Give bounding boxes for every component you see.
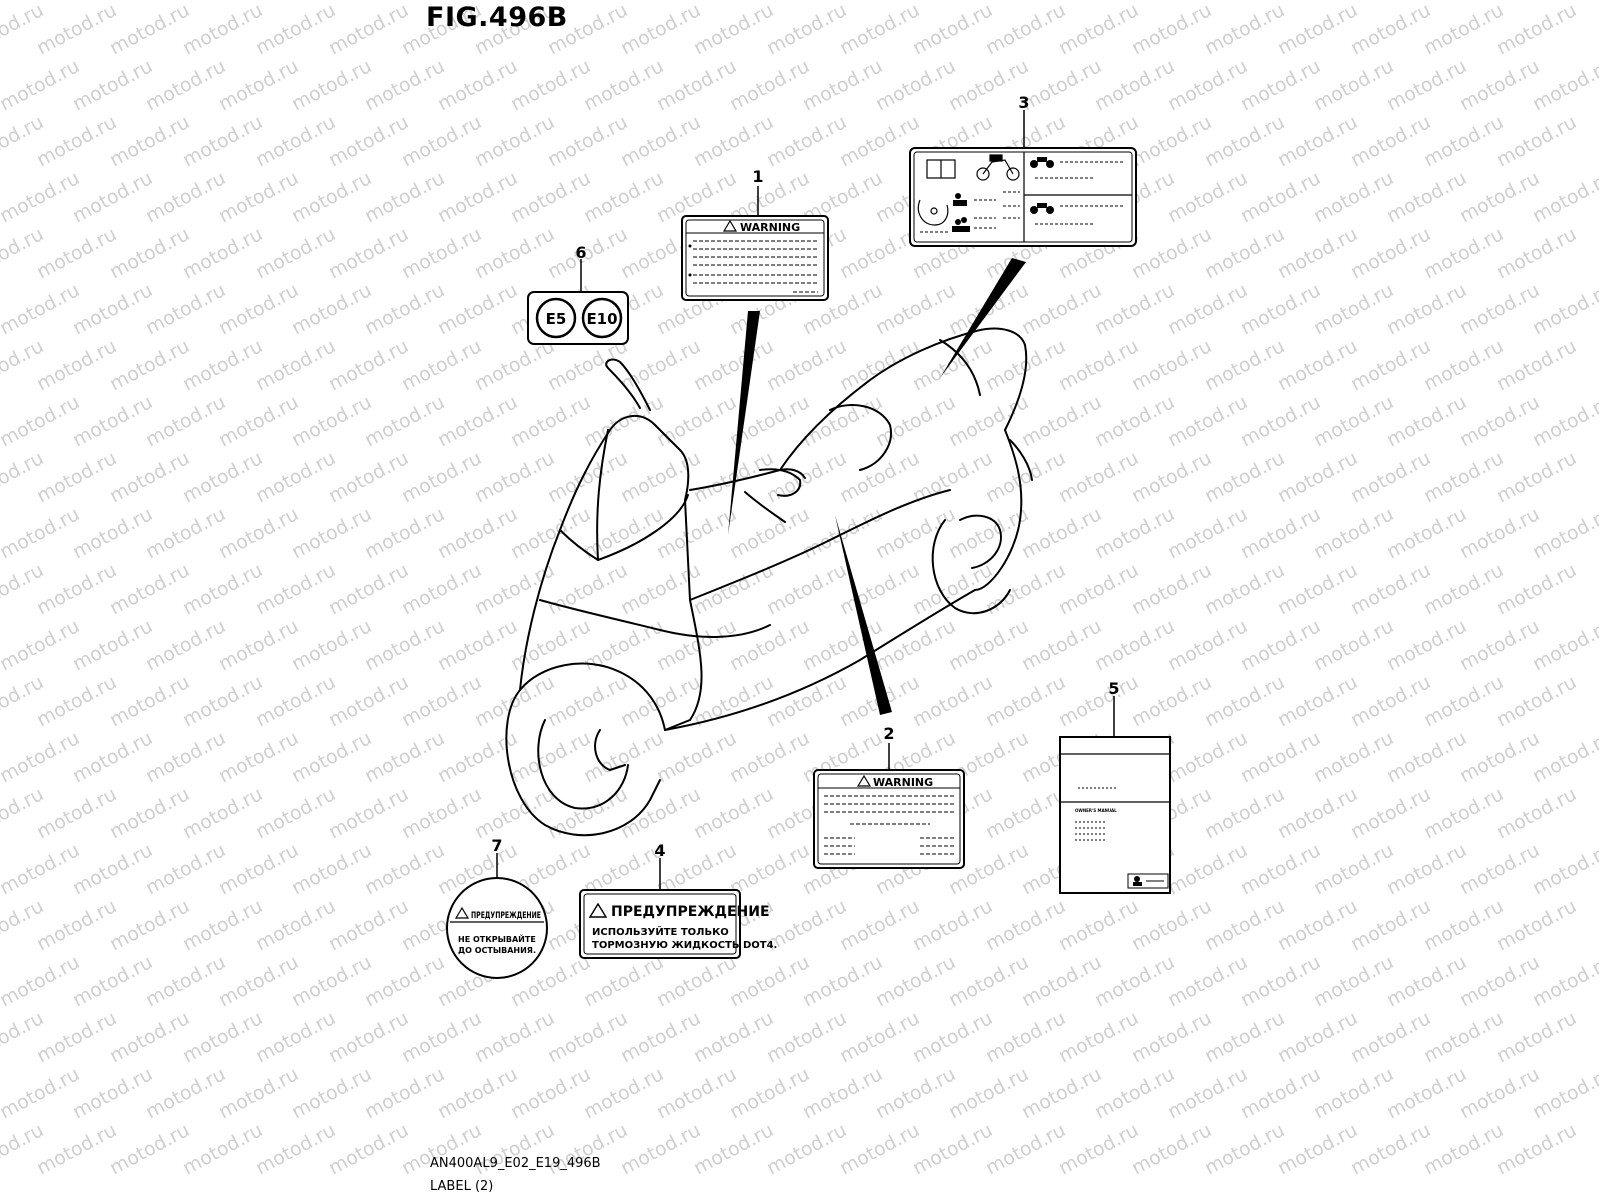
label-7-radiator-cap: ПРЕДУПРЕЖДЕНИЕ НЕ ОТКРЫВАЙТЕ ДО ОСТЫВАНИ… bbox=[446, 877, 548, 979]
body-center bbox=[689, 489, 951, 601]
front-fairing bbox=[519, 415, 703, 731]
figure-title: FIG.496B bbox=[426, 2, 568, 33]
rider-backrest bbox=[939, 339, 981, 396]
e5-text: E5 bbox=[546, 310, 567, 328]
label-1-warning: WARNING bbox=[681, 215, 829, 301]
tire-pressure-icon bbox=[917, 199, 949, 226]
callout-numbers: 1 2 3 4 5 6 7 bbox=[491, 93, 1119, 860]
e10-circle bbox=[581, 297, 623, 339]
label-3-pictogram bbox=[909, 147, 1137, 247]
small-motorcycle-icon bbox=[1030, 203, 1054, 214]
e10-text: E10 bbox=[586, 310, 617, 328]
callout-leaders bbox=[496, 110, 1115, 890]
label-5-title: OWNER'S MANUAL bbox=[1075, 808, 1117, 813]
floorboard bbox=[664, 589, 976, 731]
side-panel-line bbox=[539, 599, 771, 638]
callout-4: 4 bbox=[654, 841, 665, 860]
pointer-label-3 bbox=[940, 258, 1026, 378]
person-icon bbox=[1134, 876, 1140, 882]
rider-icon bbox=[953, 193, 967, 206]
small-motorcycle-icon bbox=[1030, 157, 1054, 168]
warning-triangle-icon bbox=[588, 902, 608, 918]
handlebar-grip bbox=[759, 468, 802, 497]
label-7-header: ПРЕДУПРЕЖДЕНИЕ bbox=[471, 911, 541, 921]
rider-passenger-icon bbox=[952, 217, 970, 232]
label-2-warning: WARNING bbox=[813, 769, 965, 869]
label-6-fuel-grade: E5 E10 bbox=[527, 291, 629, 345]
pointer-wedges bbox=[728, 258, 1026, 715]
front-wheel-outline bbox=[505, 689, 661, 837]
rear-cowl bbox=[974, 429, 1023, 591]
label-4-brake-fluid: ПРЕДУПРЕЖДЕНИЕ ИСПОЛЬЗУЙТЕ ТОЛЬКО ТОРМОЗ… bbox=[579, 889, 777, 959]
label-7-line-1: НЕ ОТКРЫВАЙТЕ bbox=[458, 933, 536, 944]
manual-book-icon bbox=[926, 159, 956, 179]
front-brake-disc bbox=[594, 729, 626, 771]
callout-6: 6 bbox=[575, 243, 586, 262]
callout-5: 5 bbox=[1108, 679, 1119, 698]
brake-lever bbox=[744, 491, 786, 523]
figure-code: AN400AL9_E02_E19_496B bbox=[430, 1156, 601, 1171]
pointer-label-2 bbox=[835, 515, 892, 715]
warning-triangle-icon bbox=[856, 774, 872, 787]
label-4-header: ПРЕДУПРЕЖДЕНИЕ bbox=[611, 904, 770, 920]
pointer-label-1 bbox=[728, 311, 760, 535]
tail-light bbox=[1009, 439, 1033, 481]
front-fender bbox=[519, 662, 666, 731]
callout-7: 7 bbox=[491, 836, 502, 855]
callout-1: 1 bbox=[752, 167, 763, 186]
label-2-header: WARNING bbox=[873, 776, 933, 789]
scooter-illustration bbox=[505, 327, 1033, 837]
warning-triangle-icon bbox=[722, 219, 738, 232]
manual-logo-box bbox=[1127, 873, 1169, 889]
callout-3: 3 bbox=[1018, 93, 1029, 112]
figure-label: LABEL (2) bbox=[430, 1179, 494, 1194]
label-4-line-1: ИСПОЛЬЗУЙТЕ ТОЛЬКО bbox=[592, 925, 729, 938]
seat bbox=[779, 327, 1028, 471]
headlight-area bbox=[559, 529, 599, 561]
label-4-line-2: ТОРМОЗНУЮ ЖИДКОСТЬ DOT4. bbox=[592, 940, 777, 951]
label-7-line-2: ДО ОСТЫВАНИЯ. bbox=[458, 946, 536, 955]
seat-back bbox=[829, 404, 892, 471]
windscreen bbox=[596, 429, 689, 561]
warning-triangle-icon bbox=[454, 906, 470, 919]
label-5-owners-manual: OWNER'S MANUAL bbox=[1059, 736, 1171, 894]
e5-circle bbox=[535, 297, 577, 339]
mirror bbox=[605, 358, 651, 411]
motorcycle-icon bbox=[976, 154, 1020, 181]
front-wheel-inner bbox=[537, 719, 629, 810]
callout-2: 2 bbox=[883, 724, 894, 743]
label-1-header: WARNING bbox=[740, 221, 800, 234]
muffler bbox=[959, 514, 1002, 569]
rear-wheel bbox=[931, 519, 1011, 615]
